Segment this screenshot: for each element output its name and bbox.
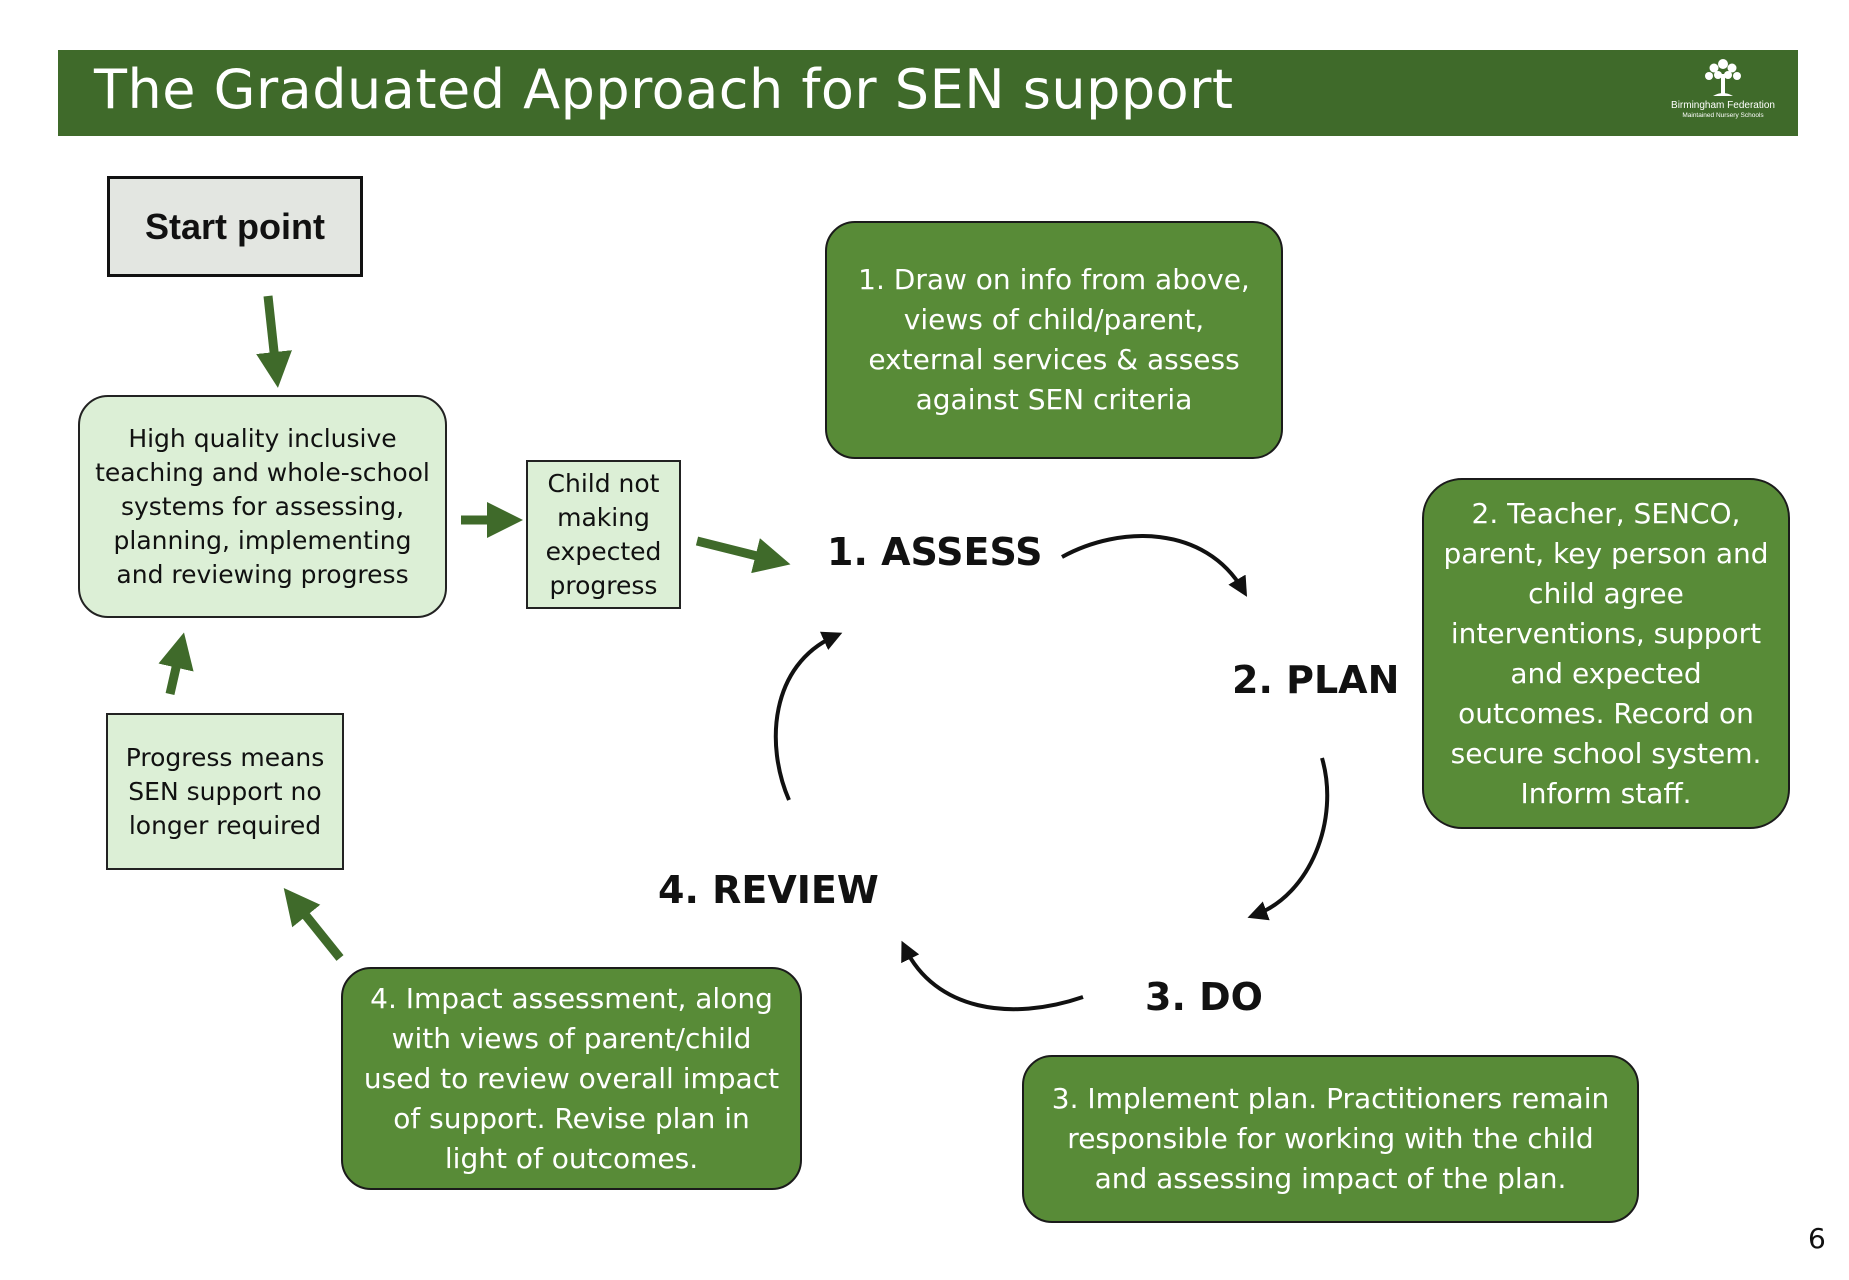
arrow-to-assess [695,536,791,574]
cycle-arrow-assess-to-plan [1061,534,1248,597]
tree-icon [1705,59,1741,96]
review-description-box: 4. Impact assessment, along with views o… [341,967,802,1190]
header-bar: The Graduated Approach for SEN support B… [58,50,1798,136]
page-title: The Graduated Approach for SEN support [94,58,1234,121]
step-do: 3. DO [1145,975,1263,1019]
arrow-start-down [256,295,292,388]
arrow-progress-up [158,632,194,695]
cycle-arrow-do-to-review [901,940,1084,1012]
logo-line-1: Birmingham Federation [1671,100,1775,111]
step-assess: 1. ASSESS [827,530,1043,574]
do-description-box: 3. Implement plan. Practitioners remain … [1022,1055,1639,1223]
assess-description-box: 1. Draw on info from above, views of chi… [825,221,1283,459]
start-point-box: Start point [107,176,363,277]
cycle-arrow-plan-to-do [1247,757,1330,921]
cycle-arrow-review-to-assess [773,631,843,801]
step-review: 4. REVIEW [658,868,879,912]
page-number: 6 [1808,1222,1826,1255]
logo-line-2: Maintained Nursery Schools [1682,112,1764,119]
child-not-making-progress-box: Child not making expected progress [526,460,681,609]
high-quality-teaching-box: High quality inclusive teaching and whol… [78,395,447,618]
federation-logo: Birmingham Federation Maintained Nursery… [1658,56,1788,132]
plan-description-box: 2. Teacher, SENCO, parent, key person an… [1422,478,1790,829]
progress-means-box: Progress means SEN support no longer req… [106,713,344,870]
arrow-review-to-progress [283,887,344,961]
step-plan: 2. PLAN [1232,658,1400,702]
